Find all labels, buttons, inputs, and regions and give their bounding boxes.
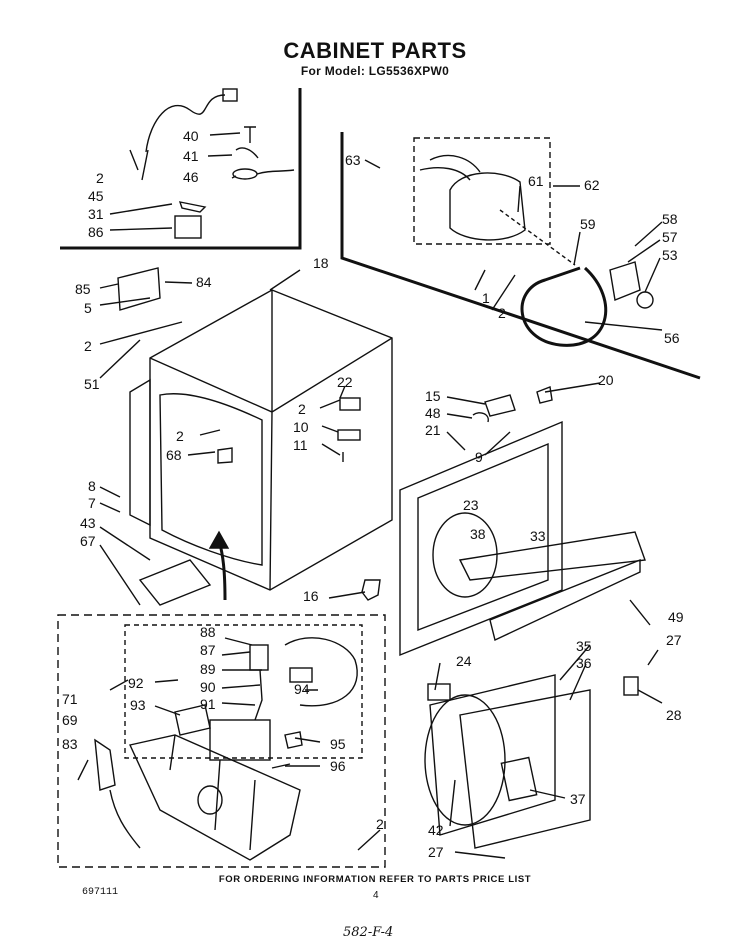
- callout-85: 85: [75, 281, 91, 297]
- page-number: 4: [373, 890, 379, 901]
- installation-papers: [138, 559, 212, 606]
- callout-23: 23: [463, 497, 479, 513]
- motor-box-border: [340, 132, 701, 380]
- callout-40: 40: [183, 128, 199, 144]
- callout-56: 56: [664, 330, 680, 346]
- callout-89: 89: [200, 661, 216, 677]
- terminal-block: [174, 215, 202, 239]
- callout-27: 27: [666, 632, 682, 648]
- motor: [449, 172, 526, 241]
- callout-83: 83: [62, 736, 78, 752]
- callout-28: 28: [666, 707, 682, 723]
- detail-box-border: [60, 88, 302, 250]
- page-title: CABINET PARTS: [283, 38, 467, 63]
- callout-5: 5: [84, 300, 92, 316]
- callout-46: 46: [183, 169, 199, 185]
- motor-dashed-box: [413, 137, 551, 245]
- callout-57: 57: [662, 229, 678, 245]
- callout-93: 93: [130, 697, 146, 713]
- power-cord: [145, 94, 226, 153]
- callout-2: 2: [498, 305, 506, 321]
- callout-2: 2: [298, 401, 306, 417]
- callout-92: 92: [128, 675, 144, 691]
- callout-91: 91: [200, 696, 216, 712]
- callout-10: 10: [293, 419, 309, 435]
- callout-38: 38: [470, 526, 486, 542]
- callout-27: 27: [428, 844, 444, 860]
- ordering-note: FOR ORDERING INFORMATION REFER TO PARTS …: [218, 874, 532, 885]
- callout-69: 69: [62, 712, 78, 728]
- callout-15: 15: [425, 388, 441, 404]
- door: [429, 674, 556, 836]
- callout-31: 31: [88, 206, 104, 222]
- callout-96: 96: [330, 758, 346, 774]
- callout-48: 48: [425, 405, 441, 421]
- callout-84: 84: [196, 274, 212, 290]
- callout-20: 20: [598, 372, 614, 388]
- callout-43: 43: [80, 515, 96, 531]
- callout-87: 87: [200, 642, 216, 658]
- callout-21: 21: [425, 422, 441, 438]
- burner-assembly: [129, 734, 301, 861]
- callout-51: 51: [84, 376, 100, 392]
- callout-62: 62: [584, 177, 600, 193]
- callout-49: 49: [668, 609, 684, 625]
- callout-9: 9: [475, 449, 483, 465]
- model-subtitle: For Model: LG5536XPW0: [300, 64, 450, 78]
- callout-42: 42: [428, 822, 444, 838]
- callout-36: 36: [576, 655, 592, 671]
- callout-90: 90: [200, 679, 216, 695]
- callout-2: 2: [96, 170, 104, 186]
- callout-2: 2: [84, 338, 92, 354]
- control-dashed-box: [57, 614, 386, 868]
- callout-11: 11: [293, 437, 308, 453]
- callout-88: 88: [200, 624, 216, 640]
- callout-86: 86: [88, 224, 104, 240]
- callout-35: 35: [576, 638, 592, 654]
- callout-58: 58: [662, 211, 678, 227]
- callout-45: 45: [88, 188, 104, 204]
- drive-belt: [520, 266, 608, 347]
- handwritten-note: 582-F-4: [343, 925, 394, 940]
- document-code: 697111: [82, 887, 119, 898]
- front-panel: [399, 420, 563, 657]
- control-inner-dashed-box: [124, 624, 363, 759]
- callout-1: 1: [482, 290, 490, 306]
- callout-16: 16: [303, 588, 319, 604]
- callout-8: 8: [88, 478, 96, 494]
- callout-94: 94: [294, 681, 310, 697]
- callout-2: 2: [176, 428, 184, 444]
- callout-7: 7: [88, 495, 96, 511]
- callout-18: 18: [313, 255, 329, 271]
- callout-53: 53: [662, 247, 678, 263]
- callout-61: 61: [528, 173, 544, 189]
- callout-2: 2: [376, 816, 384, 832]
- callout-37: 37: [570, 791, 586, 807]
- callout-22: 22: [337, 374, 353, 390]
- callout-71: 71: [62, 691, 78, 707]
- callout-63: 63: [345, 152, 361, 168]
- callout-59: 59: [580, 216, 596, 232]
- callout-41: 41: [183, 148, 199, 164]
- callout-67: 67: [80, 533, 96, 549]
- callout-24: 24: [456, 653, 472, 669]
- callout-95: 95: [330, 736, 346, 752]
- callout-68: 68: [166, 447, 182, 463]
- plug: [222, 88, 238, 102]
- callout-33: 33: [530, 528, 546, 544]
